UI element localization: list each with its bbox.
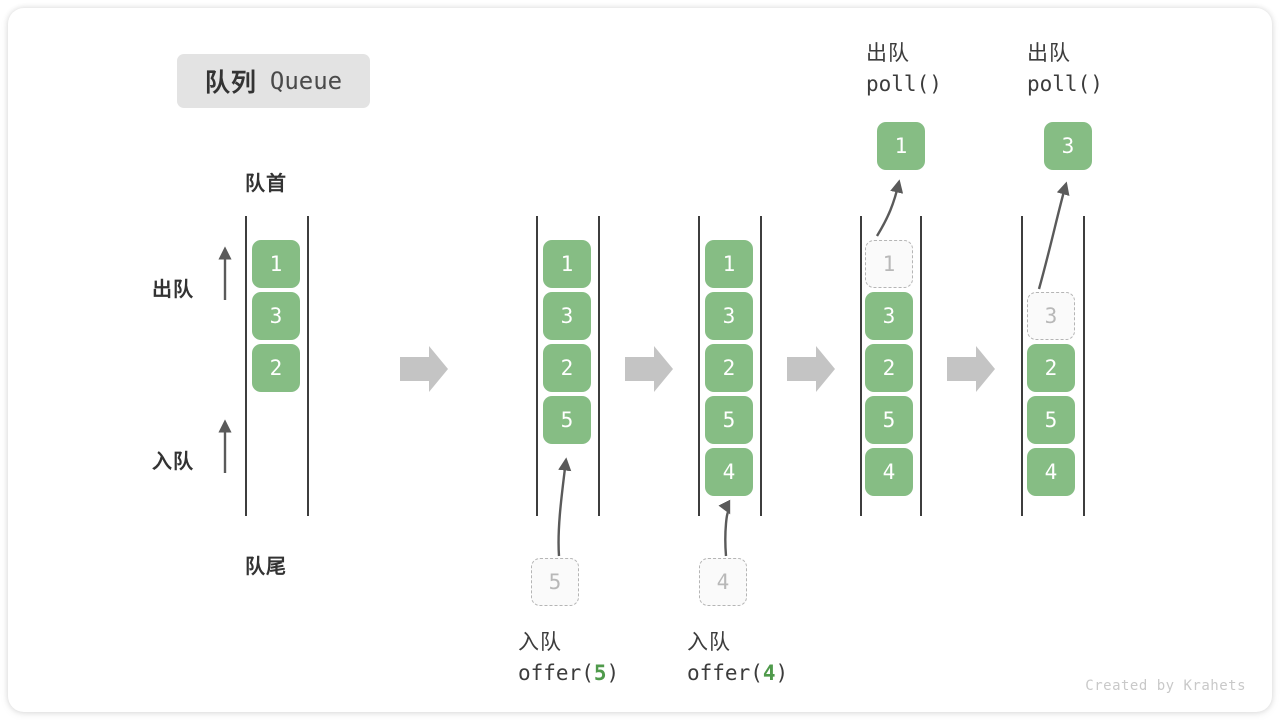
rail-left xyxy=(860,216,862,516)
queue-cell: 2 xyxy=(865,344,913,392)
code-suffix: ) xyxy=(929,72,942,97)
caption-poll-3: 出队 poll() xyxy=(1027,39,1103,100)
queue-cell: 4 xyxy=(705,448,753,496)
queue-cell: 5 xyxy=(1027,396,1075,444)
code-prefix: poll( xyxy=(1027,72,1091,97)
label-dequeue: 出队 xyxy=(152,279,194,301)
code-argument: 5 xyxy=(593,661,607,686)
diagram-title-badge: 队列 Queue xyxy=(177,54,370,108)
queue-cell: 3 xyxy=(705,292,753,340)
title-chinese: 队列 xyxy=(204,69,257,97)
right-block-arrow-icon xyxy=(947,346,995,392)
code-prefix: offer( xyxy=(518,661,594,686)
popped-cell: 1 xyxy=(877,122,925,170)
pending-cell: 4 xyxy=(699,558,747,606)
right-block-arrow-icon xyxy=(625,346,673,392)
curved-arrow-icon-poll-1 xyxy=(875,179,904,237)
code-argument: 4 xyxy=(762,661,776,686)
credit-text: Created by Krahets xyxy=(1085,678,1246,694)
right-block-arrow-icon xyxy=(787,346,835,392)
queue-cell: 1 xyxy=(252,240,300,288)
queue-cell: 2 xyxy=(705,344,753,392)
right-block-arrow-icon xyxy=(400,346,448,392)
queue-cell: 3 xyxy=(252,292,300,340)
caption-poll-1: 出队 poll() xyxy=(866,39,942,100)
rail-right xyxy=(598,216,600,516)
caption-offer-5: 入队 offer(5) xyxy=(518,628,619,689)
caption-chinese: 出队 xyxy=(1027,42,1071,65)
caption-chinese: 入队 xyxy=(687,631,731,654)
queue-cell: 2 xyxy=(543,344,591,392)
caption-code: offer(5) xyxy=(518,658,619,688)
rail-left xyxy=(698,216,700,516)
queue-cell: 1 xyxy=(543,240,591,288)
queue-cell: 4 xyxy=(1027,448,1075,496)
code-suffix: ) xyxy=(1090,72,1103,97)
caption-code: offer(4) xyxy=(687,658,788,688)
rail-right xyxy=(760,216,762,516)
rail-left xyxy=(1021,216,1023,516)
code-prefix: offer( xyxy=(687,661,763,686)
queue-cell: 3 xyxy=(865,292,913,340)
queue-cell: 1 xyxy=(705,240,753,288)
caption-code: poll() xyxy=(1027,69,1103,99)
queue-cell-ghost: 1 xyxy=(865,240,913,288)
code-suffix: ) xyxy=(775,661,789,686)
label-enqueue: 入队 xyxy=(152,451,194,473)
queue-cell: 2 xyxy=(1027,344,1075,392)
rail-left xyxy=(245,216,247,516)
queue-cell-ghost: 3 xyxy=(1027,292,1075,340)
queue-cell: 4 xyxy=(865,448,913,496)
arrow-overlay xyxy=(218,179,1070,557)
queue-cell: 3 xyxy=(543,292,591,340)
curved-arrow-icon-offer-4 xyxy=(718,499,731,557)
caption-chinese: 入队 xyxy=(518,631,562,654)
label-queue-front: 队首 xyxy=(245,173,287,195)
diagram-card: 队列 Queue 队首 队尾 出队 入队 1 3 2 1 3 2 5 5 入队 … xyxy=(8,8,1272,712)
caption-code: poll() xyxy=(866,69,942,99)
rail-left xyxy=(536,216,538,516)
queue-cell: 5 xyxy=(705,396,753,444)
code-suffix: ) xyxy=(606,661,620,686)
queue-cell: 5 xyxy=(865,396,913,444)
pending-cell: 5 xyxy=(531,558,579,606)
rail-right xyxy=(920,216,922,516)
caption-offer-4: 入队 offer(4) xyxy=(687,628,788,689)
code-prefix: poll( xyxy=(866,72,930,97)
curved-arrow-icon-offer-5 xyxy=(557,457,572,557)
rail-right xyxy=(1083,216,1085,516)
caption-chinese: 出队 xyxy=(866,42,910,65)
curved-arrow-icon-poll-3 xyxy=(1037,181,1070,290)
queue-cell: 2 xyxy=(252,344,300,392)
rail-right xyxy=(307,216,309,516)
label-queue-rear: 队尾 xyxy=(245,556,287,578)
title-english: Queue xyxy=(269,67,343,95)
popped-cell: 3 xyxy=(1044,122,1092,170)
queue-cell: 5 xyxy=(543,396,591,444)
